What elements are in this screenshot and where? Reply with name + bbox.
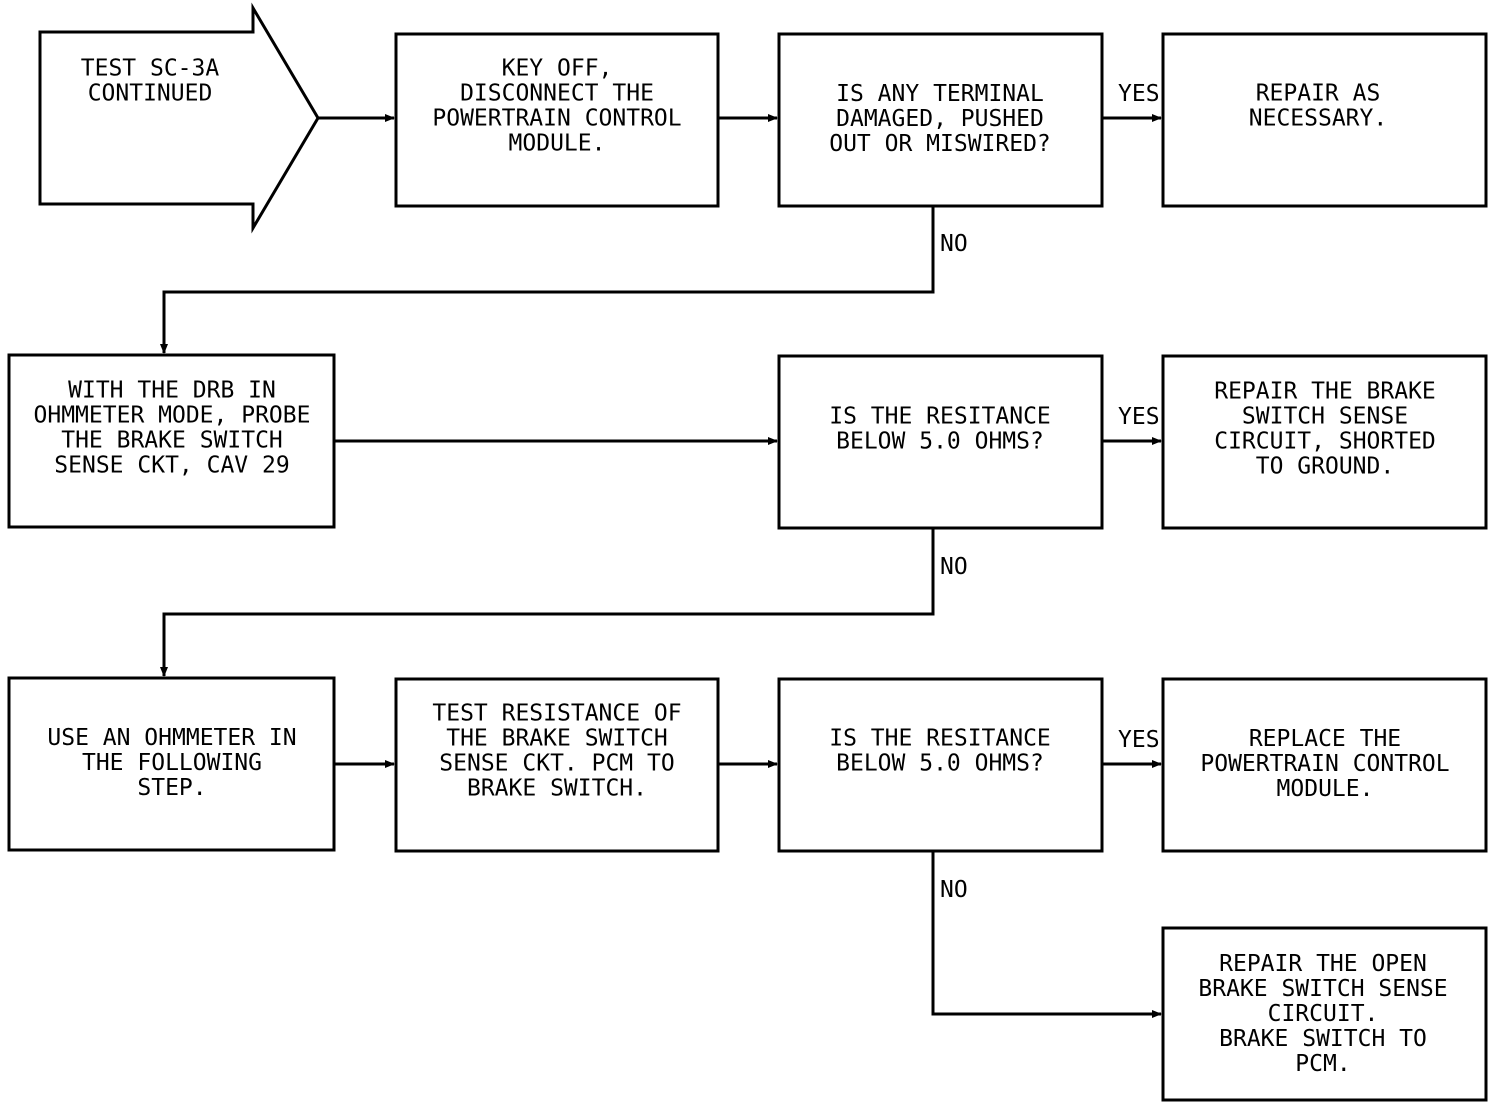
label-no-1: NO bbox=[940, 231, 968, 257]
text-line: DISCONNECT THE bbox=[460, 81, 654, 107]
text-line: BRAKE SWITCH. bbox=[467, 776, 647, 802]
label-no-3: NO bbox=[940, 877, 968, 903]
text-line: THE BRAKE SWITCH bbox=[446, 726, 668, 752]
arrow-check2-no bbox=[931, 851, 1162, 1018]
text-line: USE AN OHMMETER IN bbox=[47, 725, 296, 751]
arrow-check1-no bbox=[160, 528, 935, 677]
text-line: PCM. bbox=[1295, 1051, 1350, 1077]
text-line: TEST RESISTANCE OF bbox=[432, 701, 681, 727]
text-line: WITH THE DRB IN bbox=[68, 378, 276, 404]
text-line: THE FOLLOWING bbox=[82, 750, 262, 776]
text-line: TO GROUND. bbox=[1256, 454, 1394, 480]
text-line: SENSE CKT. PCM TO bbox=[439, 751, 674, 777]
text-line: POWERTRAIN CONTROL bbox=[432, 106, 681, 132]
connectors bbox=[160, 114, 1162, 1018]
text-line: IS ANY TERMINAL bbox=[836, 81, 1044, 107]
text-line: IS THE RESITANCE bbox=[829, 404, 1051, 430]
text-line: OUT OR MISWIRED? bbox=[829, 131, 1051, 157]
text-line: THE BRAKE SWITCH bbox=[61, 428, 283, 454]
text-line: DAMAGED, PUSHED bbox=[836, 106, 1044, 132]
label-no-2: NO bbox=[940, 554, 968, 580]
text-line: SENSE CKT, CAV 29 bbox=[54, 453, 289, 479]
text-line: CIRCUIT. bbox=[1268, 1001, 1379, 1027]
text-line: NECESSARY. bbox=[1249, 106, 1387, 132]
text-line: BELOW 5.0 OHMS? bbox=[836, 429, 1044, 455]
text-line: CONTINUED bbox=[88, 81, 213, 107]
text-line: BELOW 5.0 OHMS? bbox=[836, 751, 1044, 777]
text-line: BRAKE SWITCH TO bbox=[1219, 1026, 1427, 1052]
text-line: BRAKE SWITCH SENSE bbox=[1198, 976, 1447, 1002]
text-line: STEP. bbox=[137, 775, 206, 801]
text-line: TEST SC-3A bbox=[81, 56, 220, 82]
label-yes-2: YES bbox=[1118, 404, 1160, 430]
text-line: SWITCH SENSE bbox=[1242, 404, 1408, 430]
label-yes-1: YES bbox=[1118, 81, 1160, 107]
text-line: REPAIR THE BRAKE bbox=[1214, 379, 1436, 405]
text-line: MODULE. bbox=[509, 131, 606, 157]
text-line: REPAIR THE OPEN bbox=[1219, 951, 1427, 977]
text-line: CIRCUIT, SHORTED bbox=[1214, 429, 1436, 455]
text-line: POWERTRAIN CONTROL bbox=[1200, 751, 1449, 777]
text-line: KEY OFF, bbox=[502, 56, 613, 82]
text-line: IS THE RESITANCE bbox=[829, 726, 1051, 752]
text-line: MODULE. bbox=[1277, 776, 1374, 802]
text-line: OHMMETER MODE, PROBE bbox=[34, 403, 311, 429]
arrow-check-no bbox=[160, 206, 935, 354]
text-line: REPAIR AS bbox=[1256, 81, 1381, 107]
text-line: REPLACE THE bbox=[1249, 726, 1401, 752]
label-yes-3: YES bbox=[1118, 727, 1160, 753]
